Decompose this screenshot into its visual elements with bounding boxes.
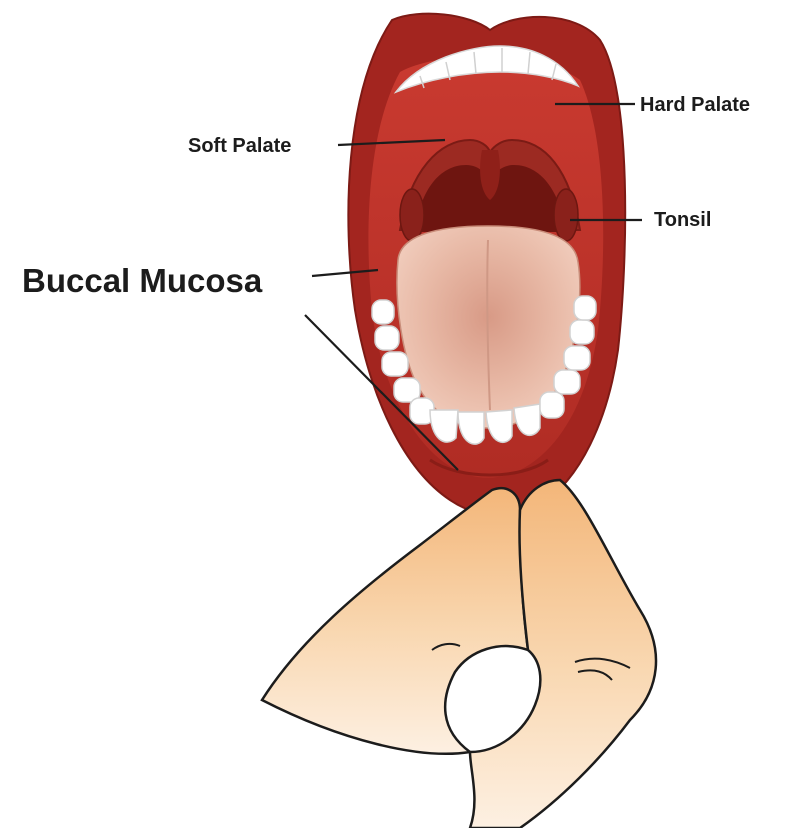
- tonsil-right: [554, 189, 578, 241]
- hard-palate-label: Hard Palate: [640, 94, 750, 116]
- soft-palate-label: Soft Palate: [188, 135, 291, 157]
- finger-left: [262, 488, 528, 753]
- tonsil-label: Tonsil: [654, 209, 711, 231]
- tonsil-left: [400, 189, 424, 241]
- buccal-mucosa-label: Buccal Mucosa: [22, 262, 263, 299]
